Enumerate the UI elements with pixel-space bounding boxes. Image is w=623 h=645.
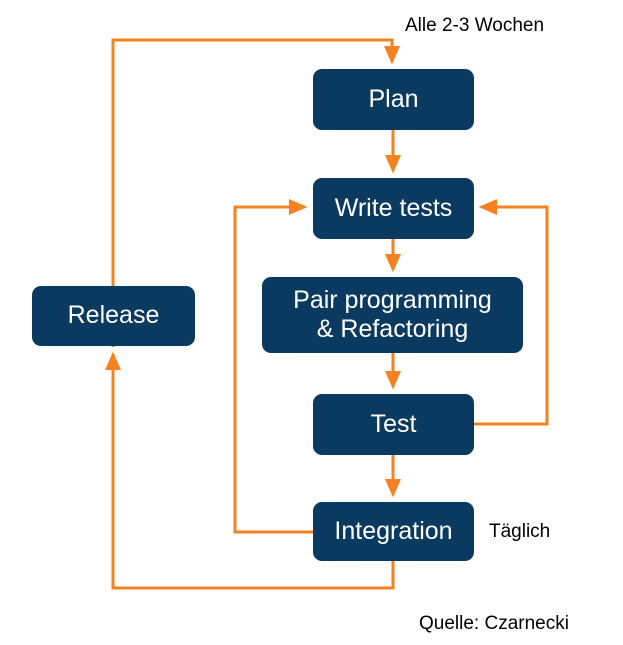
connector-integration-to-release [104, 351, 395, 590]
connector-integration-to-write [233, 198, 313, 534]
node-pair-label: Pair programming & Refactoring [293, 285, 492, 344]
node-pair[interactable]: Pair programming & Refactoring [262, 277, 523, 353]
node-write[interactable]: Write tests [313, 178, 474, 239]
node-test[interactable]: Test [313, 394, 474, 455]
cadence-iteration: Alle 2-3 Wochen [405, 15, 545, 36]
node-write-label: Write tests [334, 193, 453, 222]
node-integrate[interactable]: Integration [313, 502, 474, 561]
node-test-label: Test [370, 409, 417, 438]
node-release-label: Release [67, 301, 160, 330]
connector-release-to-plan [111, 38, 401, 347]
node-integrate-label: Integration [334, 516, 453, 545]
node-release[interactable]: Release [32, 286, 195, 346]
node-plan-label: Plan [368, 84, 419, 113]
source-credit: Quelle: Czarnecki [419, 613, 569, 634]
connector-group [104, 38, 549, 590]
connector-test-back-to-write [474, 198, 549, 426]
node-plan[interactable]: Plan [313, 69, 474, 130]
cadence-daily: Täglich [489, 521, 551, 542]
